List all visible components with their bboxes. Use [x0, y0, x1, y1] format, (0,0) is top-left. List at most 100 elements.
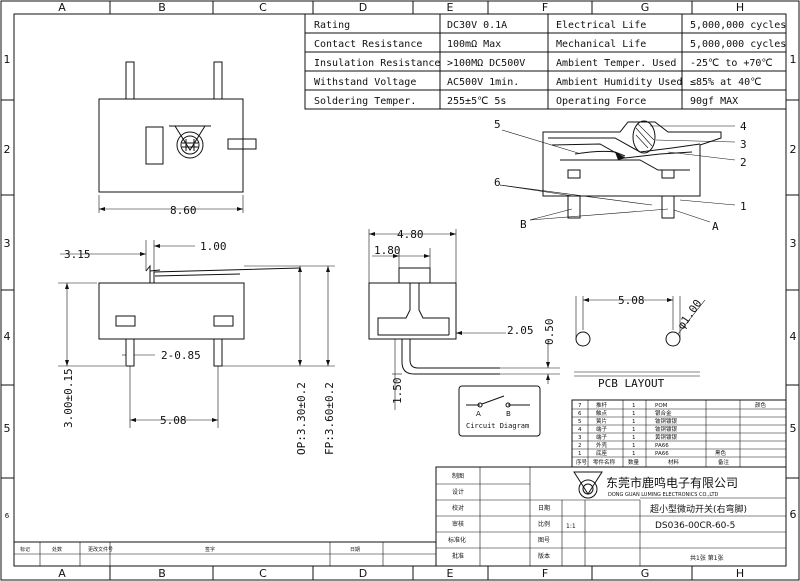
bom-header: 零件名称 [593, 458, 616, 466]
spec-label: Soldering Temper. [314, 96, 416, 107]
col-label-b-bottom: B [158, 567, 166, 580]
row-label-4-right: 4 [790, 330, 797, 343]
col-label-g: G [641, 1, 650, 14]
bom-cell: 1 [632, 403, 636, 409]
spec-value: >100MΩ DC500V [447, 58, 525, 69]
row-labels-right: 1 2 3 4 5 6 [790, 53, 797, 521]
row-label-1: 1 [4, 53, 11, 66]
bom-cell: PA66 [655, 443, 669, 449]
dim-phi-1-00: φ1.00 [675, 297, 705, 332]
rev-header: 签字 [205, 546, 215, 553]
bom-cell: 端子 [596, 425, 608, 433]
col-label-h-bottom: H [736, 567, 744, 580]
tb-label: 比例 [538, 520, 550, 528]
dim-1-80: 1.80 [374, 244, 401, 257]
dim-4-80: 4.80 [397, 228, 424, 241]
tb-label: 图号 [538, 537, 550, 544]
circuit-title: Circuit Diagram [466, 422, 529, 430]
row-label-4: 4 [4, 330, 11, 343]
row-label-1-right: 1 [790, 53, 797, 66]
col-label-e-bottom: E [447, 567, 454, 580]
callout-4: 4 [740, 120, 747, 133]
bom-cell: POM [655, 403, 668, 409]
row-label-3-right: 3 [790, 237, 797, 250]
sheet-count: 共1张 第1张 [690, 554, 724, 562]
bom-header: 数量 [628, 458, 640, 466]
row-label-5-right: 5 [790, 422, 797, 435]
spec-value: 5,000,000 cycles [690, 20, 786, 31]
bom-cell: 5 [578, 419, 582, 425]
col-label-f: F [542, 1, 548, 14]
tb-label: 制图 [452, 472, 464, 480]
spec-label: Insulation Resistance [314, 58, 440, 69]
title-block-text: 东莞市鹿鸣电子有限公司 DONG GUAN LUMING ELECTRONICS… [20, 472, 747, 562]
bom-text: 颜色 7 推杆 1 POM 6 触点 1 银合金 5 簧片 1 铍铜镀银 4 端… [576, 401, 767, 466]
row-labels-left: 1 2 3 4 5 6 [4, 53, 11, 520]
bom-cell: 银合金 [655, 409, 672, 417]
row-label-2: 2 [4, 143, 11, 156]
callout-labels: 5 4 3 2 1 6 B A [494, 118, 747, 233]
circuit-diagram [458, 385, 541, 437]
dim-3-00: 3.00±0.15 [62, 368, 75, 428]
circuit-label-a: A [476, 410, 481, 418]
bom-cell: 铍铜镀银 [655, 417, 678, 425]
col-label-c-bottom: C [259, 567, 267, 580]
col-label-a: A [58, 1, 66, 14]
pcb-layout-title: PCB LAYOUT [598, 377, 665, 390]
bom-header: 序号 [576, 458, 588, 466]
callout-1: 1 [740, 200, 747, 213]
spec-value: 100mΩ Max [447, 39, 501, 50]
spec-table-text: Rating DC30V 0.1A Electrical Life 5,000,… [314, 20, 786, 107]
column-labels-bottom: A B C D E F G H [58, 567, 744, 580]
dim-1-00: 1.00 [200, 240, 227, 253]
callout-a: A [712, 220, 719, 233]
bom-cell: 1 [578, 451, 582, 457]
bom-cell: PA66 [655, 451, 669, 457]
rev-header: 更改文件号 [88, 546, 113, 553]
bom-cell: 1 [632, 443, 636, 449]
bom-cell: 4 [578, 427, 582, 433]
front-view [98, 61, 257, 213]
dim-2-0-85: 2-0.85 [161, 349, 201, 362]
bom-cell: 1 [632, 411, 636, 417]
row-label-6: 6 [5, 512, 10, 520]
bom-cell: 推杆 [596, 401, 608, 409]
bom-cell: 3 [578, 435, 582, 441]
bom-cell: 6 [578, 411, 582, 417]
side-view [58, 240, 335, 428]
end-view [368, 229, 560, 410]
spec-label: Rating [314, 20, 350, 31]
tb-label: 设计 [452, 488, 464, 496]
bom-cell: 铍铜镀银 [655, 425, 678, 433]
dim-3-15: 3.15 [64, 248, 91, 261]
bom-cell: 外壳 [596, 441, 608, 449]
dim-fp-3-60: FP:3.60±0.2 [323, 382, 336, 455]
bom-cell: 底座 [596, 449, 608, 457]
dim-5-08-pcb: 5.08 [618, 294, 645, 307]
bom-cell: 7 [578, 403, 582, 409]
dim-2-05: 2.05 [507, 324, 534, 337]
spec-value: 90gf MAX [690, 96, 738, 107]
bom-table [571, 399, 787, 468]
spec-value: ≤85% at 40℃ [690, 77, 761, 88]
spec-table [304, 13, 787, 110]
spec-value: -25℃ to +70℃ [690, 58, 773, 69]
callout-b: B [520, 218, 527, 231]
tb-label: 校对 [452, 504, 464, 512]
spec-label: Electrical Life [556, 20, 646, 31]
row-label-6-right: 6 [790, 508, 797, 521]
tb-label: 批准 [452, 552, 464, 560]
spec-value: DC30V 0.1A [447, 20, 507, 31]
bom-head-note: 颜色 [755, 401, 767, 409]
spec-label: Ambient Temper. Used [556, 58, 676, 69]
col-label-g-bottom: G [641, 567, 650, 580]
bom-cell: 触点 [596, 409, 608, 417]
bom-cell: 1 [632, 435, 636, 441]
spec-value: 5,000,000 cycles [690, 39, 786, 50]
dim-8-60: 8.60 [170, 204, 197, 217]
title-block [13, 466, 787, 567]
callout-6: 6 [494, 176, 501, 189]
bom-cell: 1 [632, 427, 636, 433]
col-label-d: D [359, 1, 367, 14]
